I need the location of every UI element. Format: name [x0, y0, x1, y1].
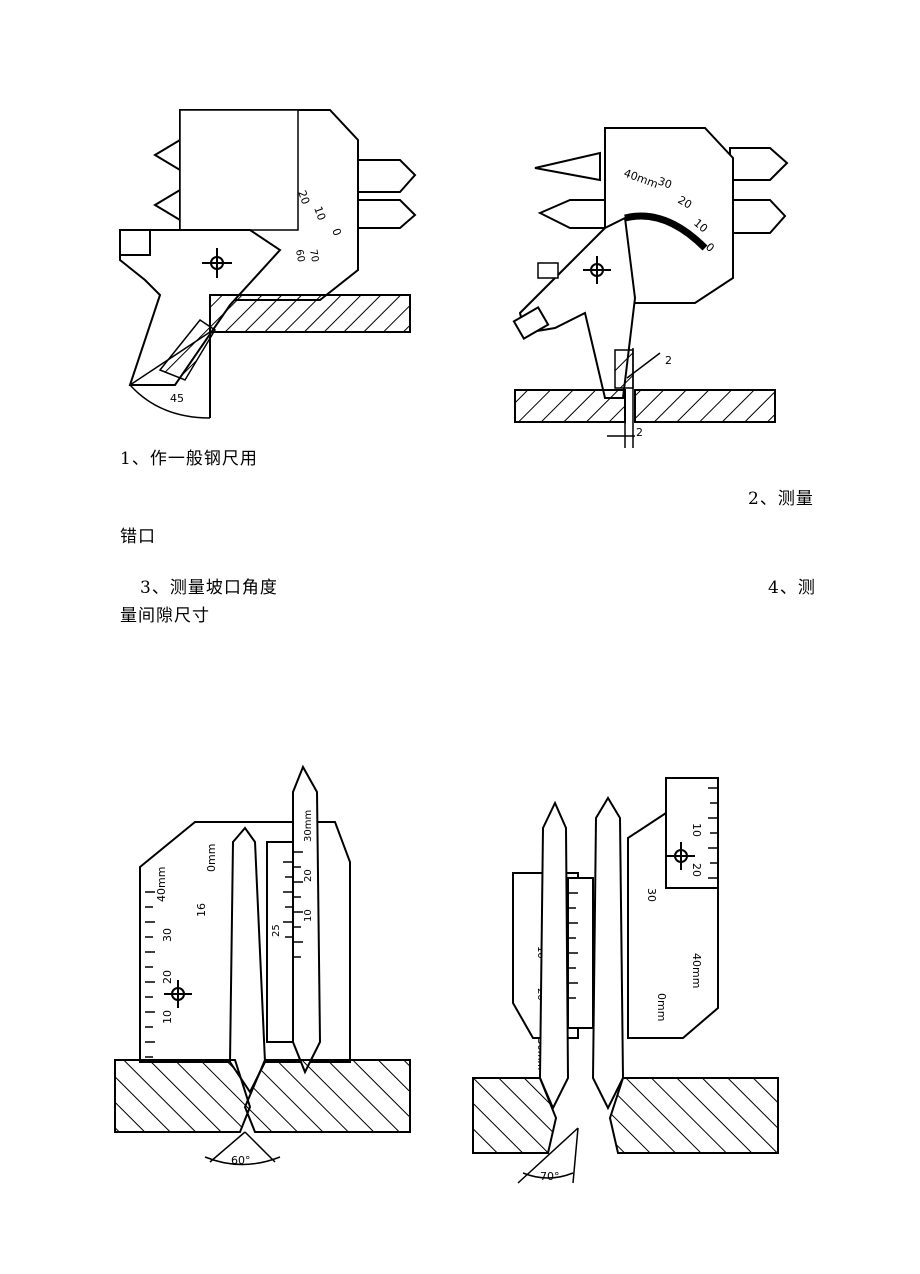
- fig3-scale-label: 16: [195, 903, 208, 917]
- fig1-scale-label: 70: [307, 249, 320, 263]
- fig3-scale-label: 25: [271, 924, 282, 937]
- fig4-scale-label: 30: [645, 888, 658, 902]
- fig3-scale-label: 20: [161, 970, 174, 984]
- fig4-scale-label: 40mm: [690, 953, 703, 988]
- caption-4-line2: 量间隙尺寸: [120, 606, 210, 626]
- caption-2-line2: 错口: [120, 527, 156, 547]
- fig3-scale-label: 10: [161, 1010, 174, 1024]
- figure-steel-ruler: 20 10 0 60 70 45: [119, 109, 417, 419]
- figure-misalignment: 40mm 30 20 10 0 2 2: [512, 127, 789, 448]
- fig3-scale-label: 30: [161, 928, 174, 942]
- fig3-scale-label: 40mm: [155, 867, 168, 902]
- fig1-scale-label: 60: [293, 249, 306, 263]
- fig1-scale-label: 20: [295, 189, 312, 207]
- caption-3: 3、测量坡口角度: [140, 578, 278, 598]
- fig2-gap-label: 2: [665, 354, 672, 367]
- fig4-scale-label: 10: [690, 823, 703, 837]
- fig2-scale-label: 30: [656, 175, 674, 192]
- caption-2-line1: 2、测量: [748, 489, 814, 509]
- blank-box: [179, 109, 299, 231]
- caption-1: 1、作一般钢尺用: [120, 449, 258, 469]
- fig4-scale-label: 20: [690, 863, 703, 877]
- fig2-gap-label: 2: [636, 426, 643, 439]
- fig3-scale-label: 0mm: [205, 844, 218, 872]
- fig1-scale-label: 0: [329, 227, 344, 238]
- fig3-scale-label: 20: [303, 869, 314, 882]
- fig3-angle-label: 60°: [231, 1154, 251, 1167]
- fig1-angle-label: 45: [170, 392, 184, 405]
- figure-groove-angle: 40mm 30 20 10 0mm 16 25 30mm 20 10 60°: [114, 764, 411, 1167]
- fig1-scale-label: 10: [311, 205, 328, 223]
- fig3-scale-label: 10: [303, 909, 314, 922]
- fig4-scale-label: 0mm: [655, 993, 668, 1021]
- fig4-scale-label: 10: [535, 946, 546, 959]
- fig3-scale-label: 30mm: [303, 810, 314, 842]
- caption-4-line1: 4、测: [768, 578, 816, 598]
- figure-gap-measure: 10 20 30 40mm 0mm 30mm 20 10 70°: [472, 777, 779, 1184]
- fig2-scale-label: 20: [676, 193, 695, 211]
- fig4-angle-label: 70°: [540, 1170, 560, 1183]
